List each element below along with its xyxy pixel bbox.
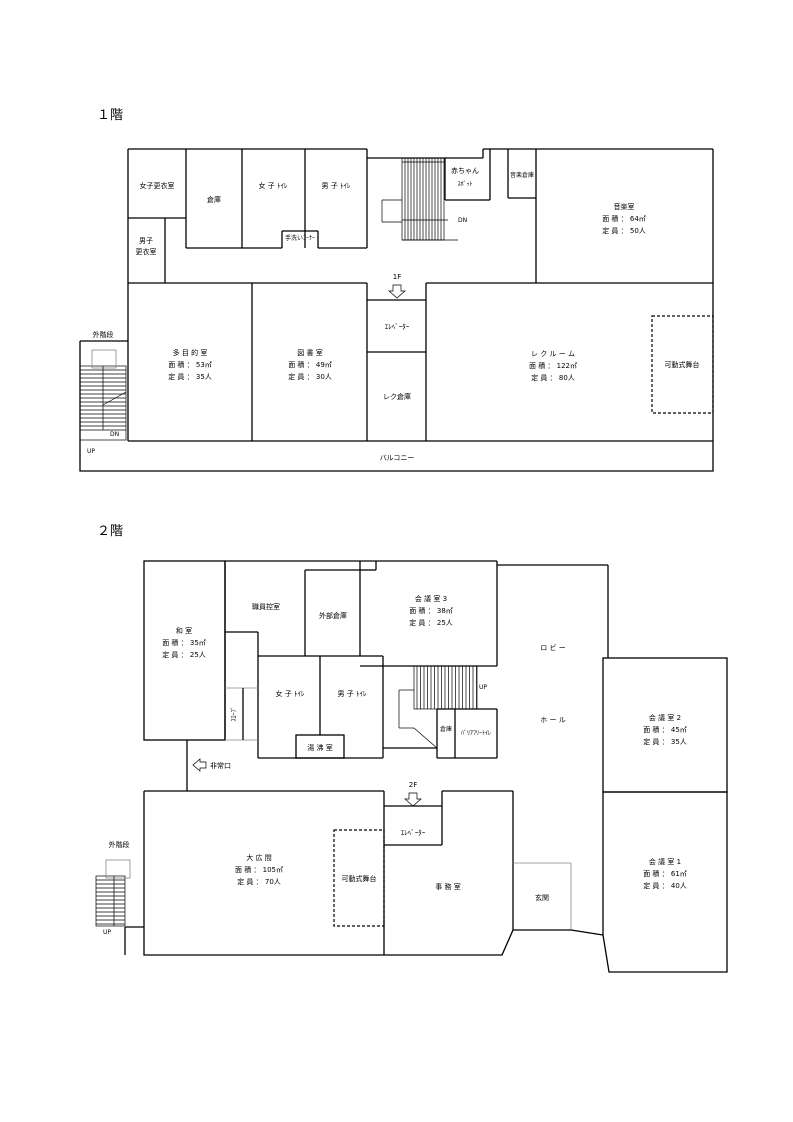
baby-spot-label-2: ｽﾎﾟｯﾄ [457, 181, 472, 188]
music-room-area: 面 積 ： 64㎡ [602, 214, 646, 223]
floor1-dn-outer: DN [110, 431, 119, 438]
floor2-up-outer: UP [103, 929, 111, 936]
staff-room-label: 職員控室 [252, 602, 280, 611]
floor2-movable-stage-outline [333, 829, 385, 927]
meeting2-capacity: 定 員 ： 35人 [643, 737, 687, 746]
office-label: 事 務 室 [435, 882, 460, 891]
library-capacity: 定 員 ： 30人 [288, 372, 332, 381]
men-changing-label-1: 男子 [139, 237, 153, 245]
floor2-up-inner: UP [479, 684, 487, 691]
external-storage-label: 外部倉庫 [319, 611, 347, 620]
floor1-dn-inner: DN [458, 217, 467, 224]
rec-room-area: 面 積 ： 122㎡ [529, 361, 577, 370]
japanese-room-name: 和 室 [176, 626, 192, 635]
floor1-walls [79, 148, 714, 472]
lobby-label: ロ ビ ー [540, 643, 565, 652]
men-toilet-label: 男 子 ﾄｲﾚ [322, 182, 351, 190]
music-storage-label: 音楽倉庫 [510, 171, 534, 179]
floor1-labels: 女子更衣室 倉庫 女 子 ﾄｲﾚ 男 子 ﾄｲﾚ 手洗いｺｰﾅｰ 赤ちゃん ｽﾎ… [87, 167, 700, 462]
handwash-label: 手洗いｺｰﾅｰ [285, 234, 315, 242]
floor2-walls [124, 560, 728, 973]
floor2-storage-label: 倉庫 [440, 725, 452, 733]
slope-label: ｽﾛｰﾌﾟ [231, 706, 238, 721]
meeting3-area: 面 積 ： 38㎡ [409, 606, 453, 615]
meeting3-name: 会 議 室 3 [415, 594, 447, 603]
meeting1-capacity: 定 員 ： 40人 [643, 881, 687, 890]
storage-label: 倉庫 [207, 195, 221, 204]
floor2-mark: 2F [409, 781, 417, 789]
rec-room-name: レ ク ル ー ム [531, 350, 575, 358]
library-name: 図 書 室 [297, 348, 322, 357]
baby-spot-label-1: 赤ちゃん [451, 167, 479, 175]
floor1-movable-stage-outline [651, 315, 714, 414]
floor2-labels: 和 室 面 積 ： 35㎡ 定 員 ： 25人 職員控室 外部倉庫 会 議 室 … [103, 594, 687, 936]
meeting2-name: 会 議 室 2 [649, 713, 681, 722]
women-toilet-label: 女 子 ﾄｲﾚ [259, 181, 288, 190]
music-room-capacity: 定 員 ： 50人 [602, 226, 646, 235]
meeting3-capacity: 定 員 ： 25人 [409, 618, 453, 627]
great-hall-name: 大 広 間 [246, 853, 271, 862]
rec-storage-label: レク倉庫 [383, 392, 411, 401]
floor2-entry-arrow [404, 792, 422, 807]
floor1-mark: 1F [393, 273, 401, 281]
balcony-label: バルコニー [380, 454, 415, 462]
rec-room-capacity: 定 員 ： 80人 [531, 373, 575, 382]
floor1-outdoor-stair-treads [80, 369, 126, 431]
multipurpose-capacity: 定 員 ： 35人 [168, 372, 212, 381]
floor1-outdoor-stairs-label: 外階段 [93, 330, 114, 339]
meeting2-area: 面 積 ： 45㎡ [643, 725, 687, 734]
floor2-women-toilet-label: 女 子 ﾄｲﾚ [276, 689, 305, 698]
floor1-heading: １階 [97, 108, 123, 123]
hall-label: ホ ー ル [540, 716, 565, 724]
japanese-room-area: 面 積 ： 35㎡ [162, 638, 206, 647]
floor1-stage-label: 可動式舞台 [665, 360, 700, 369]
great-hall-capacity: 定 員 ： 70人 [237, 877, 281, 886]
floor1-up-outer: UP [87, 448, 95, 455]
floor2-stage-label: 可動式舞台 [342, 874, 377, 883]
kitchenette-label: 湯 沸 室 [307, 743, 332, 752]
floor1-entry-arrow [388, 284, 406, 299]
meeting1-name: 会 議 室 1 [649, 857, 681, 866]
emergency-exit-label: 非常口 [210, 761, 231, 770]
library-area: 面 積 ： 49㎡ [288, 360, 332, 369]
floor2-men-toilet-label: 男 子 ﾄｲﾚ [338, 690, 367, 698]
multipurpose-name: 多 目 的 室 [173, 348, 208, 357]
japanese-room-capacity: 定 員 ： 25人 [162, 650, 206, 659]
floor2-heading: ２階 [97, 524, 123, 539]
floor1-elevator-label: ｴﾚﾍﾞｰﾀｰ [385, 323, 410, 331]
floor2-inner-stair-treads [416, 666, 477, 709]
great-hall-area: 面 積 ： 105㎡ [235, 865, 283, 874]
men-changing-label-2: 更衣室 [136, 247, 157, 256]
women-changing-label: 女子更衣室 [140, 181, 175, 190]
floor2-inner-stairs [398, 665, 478, 749]
floor1-outdoor-stairs [79, 349, 127, 441]
floor2-outdoor-stair-treads [96, 879, 125, 925]
barrier-free-toilet-label: ﾊﾞﾘｱﾌﾘｰﾄｲﾚ [461, 730, 491, 737]
entrance-label: 玄関 [535, 893, 549, 902]
floor2-elevator-label: ｴﾚﾍﾞｰﾀｰ [401, 829, 426, 837]
emergency-exit-arrow [192, 758, 207, 772]
floor1-inner-stair-treads [404, 158, 442, 240]
music-room-name: 音楽室 [614, 202, 635, 211]
meeting1-area: 面 積 ： 61㎡ [643, 869, 687, 878]
multipurpose-area: 面 積 ： 53㎡ [168, 360, 212, 369]
floor2-outdoor-stairs-label: 外階段 [109, 840, 130, 849]
